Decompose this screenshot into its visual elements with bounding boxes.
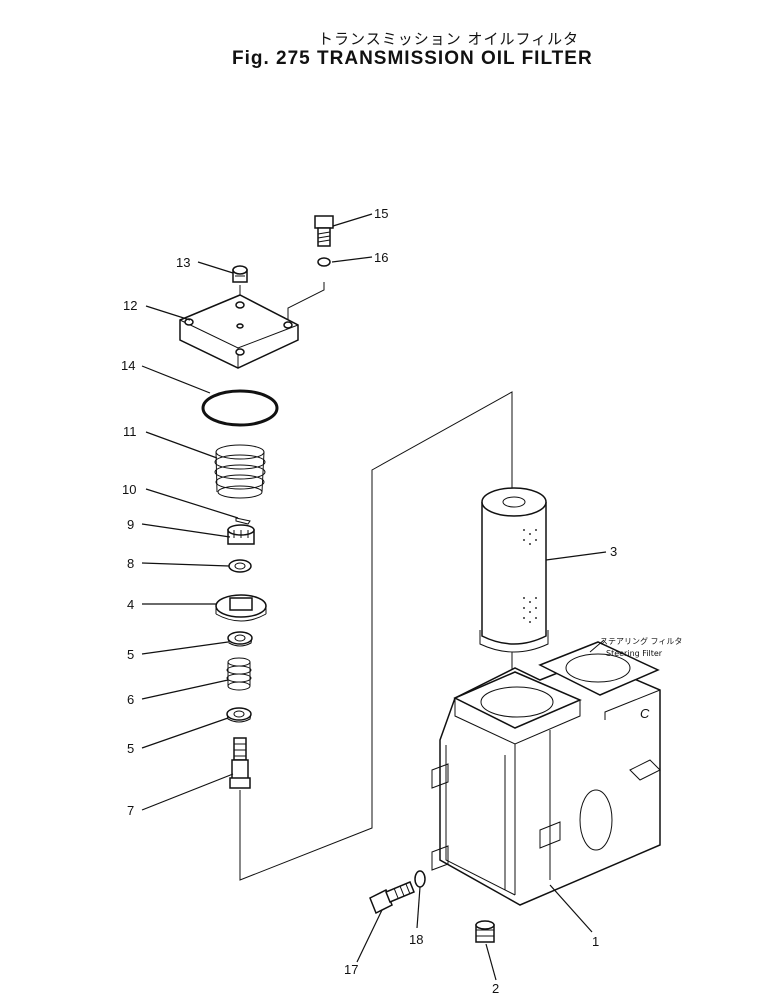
- callout-5-lower: 5: [127, 741, 134, 756]
- callout-16: 16: [374, 250, 388, 265]
- callout-4: 4: [127, 597, 134, 612]
- part-17-bolt: [369, 881, 415, 915]
- leader-steering: [589, 639, 605, 653]
- part-13-plug: [232, 265, 248, 283]
- leader-1: [549, 884, 593, 933]
- part-5-seat-lower: [226, 707, 252, 723]
- leader-7: [141, 773, 234, 811]
- part-9-castle-nut: [227, 524, 255, 545]
- callout-11: 11: [123, 424, 137, 439]
- callout-2: 2: [492, 981, 499, 994]
- leader-17: [356, 909, 383, 963]
- leader-8: [141, 562, 230, 567]
- leader-15: [332, 213, 373, 227]
- part-2-drain-plug: [475, 920, 495, 943]
- leader-2: [485, 943, 497, 981]
- leader-11: [145, 431, 218, 459]
- callout-17: 17: [344, 962, 358, 977]
- figure-title: Fig. 275 TRANSMISSION OIL FILTER: [232, 48, 593, 69]
- part-14-o-ring: [201, 389, 279, 427]
- part-1-filter-housing: [431, 641, 661, 906]
- leader-6: [141, 679, 229, 700]
- part-4-valve-plate: [215, 594, 267, 622]
- callout-18: 18: [409, 932, 423, 947]
- part-11-spring: [214, 444, 266, 499]
- callout-6: 6: [127, 692, 134, 707]
- callout-14: 14: [121, 358, 135, 373]
- leader-18: [416, 886, 421, 929]
- steering-filter-note-japanese: ステアリング フィルタ: [600, 636, 682, 646]
- callout-12: 12: [123, 298, 137, 313]
- callout-3: 3: [610, 544, 617, 559]
- part-10-cotter-pin: [235, 517, 251, 525]
- leader-16: [331, 256, 373, 263]
- callout-1: 1: [592, 934, 599, 949]
- leader-12: [145, 305, 191, 321]
- leader-9: [141, 523, 231, 538]
- part-8-washer: [228, 559, 252, 573]
- part-6-spring: [226, 657, 252, 691]
- housing-mark: C: [640, 706, 650, 721]
- part-15-bolt: [314, 215, 334, 247]
- figure-title-japanese: トランスミッション オイルフィルタ: [318, 30, 580, 48]
- part-16-lock-washer: [317, 257, 331, 267]
- part-5-seat-upper: [227, 631, 253, 647]
- leader-3: [545, 551, 607, 561]
- leader-14: [141, 365, 211, 394]
- callout-10: 10: [122, 482, 136, 497]
- steering-filter-note: Steering Filter: [606, 649, 663, 658]
- leader-10: [145, 488, 239, 519]
- callout-7: 7: [127, 803, 134, 818]
- callout-13: 13: [176, 255, 190, 270]
- part-7-valve-stem: [229, 737, 251, 789]
- callout-5-upper: 5: [127, 647, 134, 662]
- callout-15: 15: [374, 206, 388, 221]
- assembly-line-stack-to-housing: [239, 391, 513, 881]
- leader-5-upper: [141, 641, 229, 655]
- leader-5-lower: [141, 717, 229, 749]
- callout-9: 9: [127, 517, 134, 532]
- assembly-line-bolt-to-cover: [287, 282, 325, 325]
- leader-13: [197, 261, 234, 274]
- part-18-washer: [414, 870, 426, 888]
- callout-8: 8: [127, 556, 134, 571]
- part-3-filter-element: [479, 487, 549, 653]
- part-12-cover: [179, 294, 299, 369]
